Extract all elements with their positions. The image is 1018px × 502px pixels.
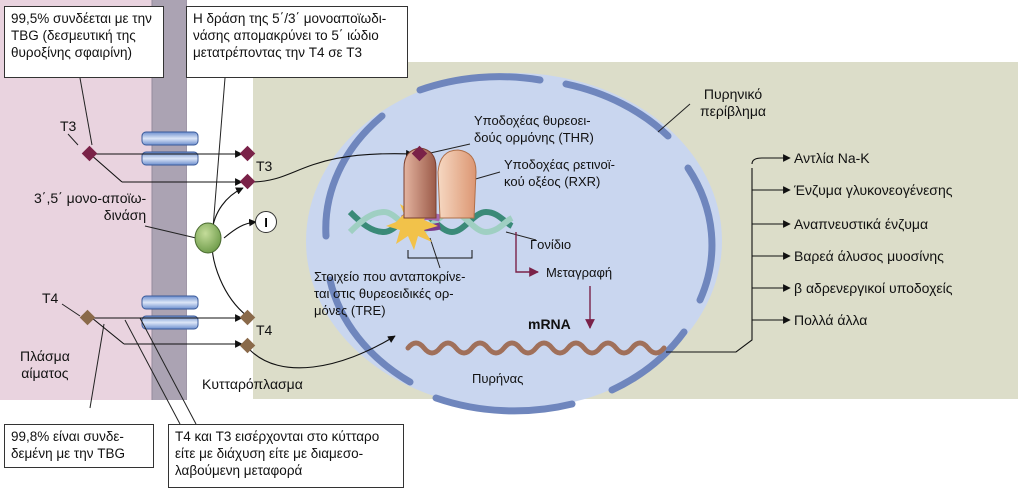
cytoplasm-label: Κυτταρόπλασμα <box>202 376 303 392</box>
plasma-label: Πλάσμα αίματος <box>20 348 70 381</box>
nuclear-envelope <box>322 73 716 415</box>
transcription-arrow <box>515 232 539 277</box>
callout-entry: T4 και T3 εισέρχονται στο κύτταρο είτε μ… <box>168 424 404 488</box>
tre-bracket <box>407 250 473 259</box>
rxr-label: Υποδοχέας ρετινοϊ- κού οξέος (RXR) <box>504 157 615 189</box>
output-na-k-pump: Αντλία Na-K <box>794 150 870 166</box>
outputs-tree <box>666 154 791 353</box>
nuclear-envelope-label: Πυρηνικό περίβλημα <box>700 86 766 119</box>
output-many-others: Πολλά άλλα <box>794 312 868 328</box>
output-respiratory-enzymes: Αναπνευστικά ένζυμα <box>794 216 929 232</box>
t3-cytoplasm-label: T3 <box>256 158 273 174</box>
nucleus-label: Πυρήνας <box>472 371 524 386</box>
mrna-label: mRNA <box>528 316 571 332</box>
deiodinase-enzyme <box>194 222 222 254</box>
transporter-upper <box>141 131 199 166</box>
output-myosin-heavy-chain: Βαρεά άλυσος μυοσίνης <box>794 248 944 264</box>
callout-tbg-995: 99,5% συνδέεται με την TBG (δεσμευτική τ… <box>4 6 164 78</box>
t4-flow <box>91 314 396 369</box>
transcription-label: Μεταγραφή <box>546 265 613 280</box>
callout-deiodinase-action: Η δράση της 5΄/3΄ μονοαποϊωδι- νάσης απο… <box>186 6 408 78</box>
gene-label: Γονίδιο <box>530 237 572 252</box>
t3-flow <box>89 149 414 186</box>
callout-tbg-998: 99,8% είναι συνδε- δεμένη με την TBG <box>4 424 154 468</box>
deiodinase-label: 3΄,5΄ μονο-απoϊω- δινάση <box>34 190 147 223</box>
t4-cytoplasm-label: T4 <box>256 322 273 338</box>
t4-plasma-label: T4 <box>42 290 59 306</box>
output-beta-adrenergic: β αδρενεργικοί υποδοχείς <box>794 280 953 296</box>
t3-plasma-label: T3 <box>60 118 77 134</box>
t3-molecules <box>81 145 256 190</box>
rxr-receptor <box>437 149 477 219</box>
callout-leaders <box>61 77 691 425</box>
output-gluconeogenesis: Ένζυμα γλυκονεογένεσης <box>794 182 953 198</box>
thr-label: Υποδοχέας θυρεοει- δούς ορμόνης (THR) <box>474 113 594 145</box>
transporter-lower <box>141 295 199 330</box>
iodide-ion: I <box>255 211 277 233</box>
mrna-strand <box>405 340 667 356</box>
tre-label: Στοιχείο που ανταποκρίνε- ται στις θυρεο… <box>314 269 466 318</box>
bound-t3 <box>411 145 428 162</box>
